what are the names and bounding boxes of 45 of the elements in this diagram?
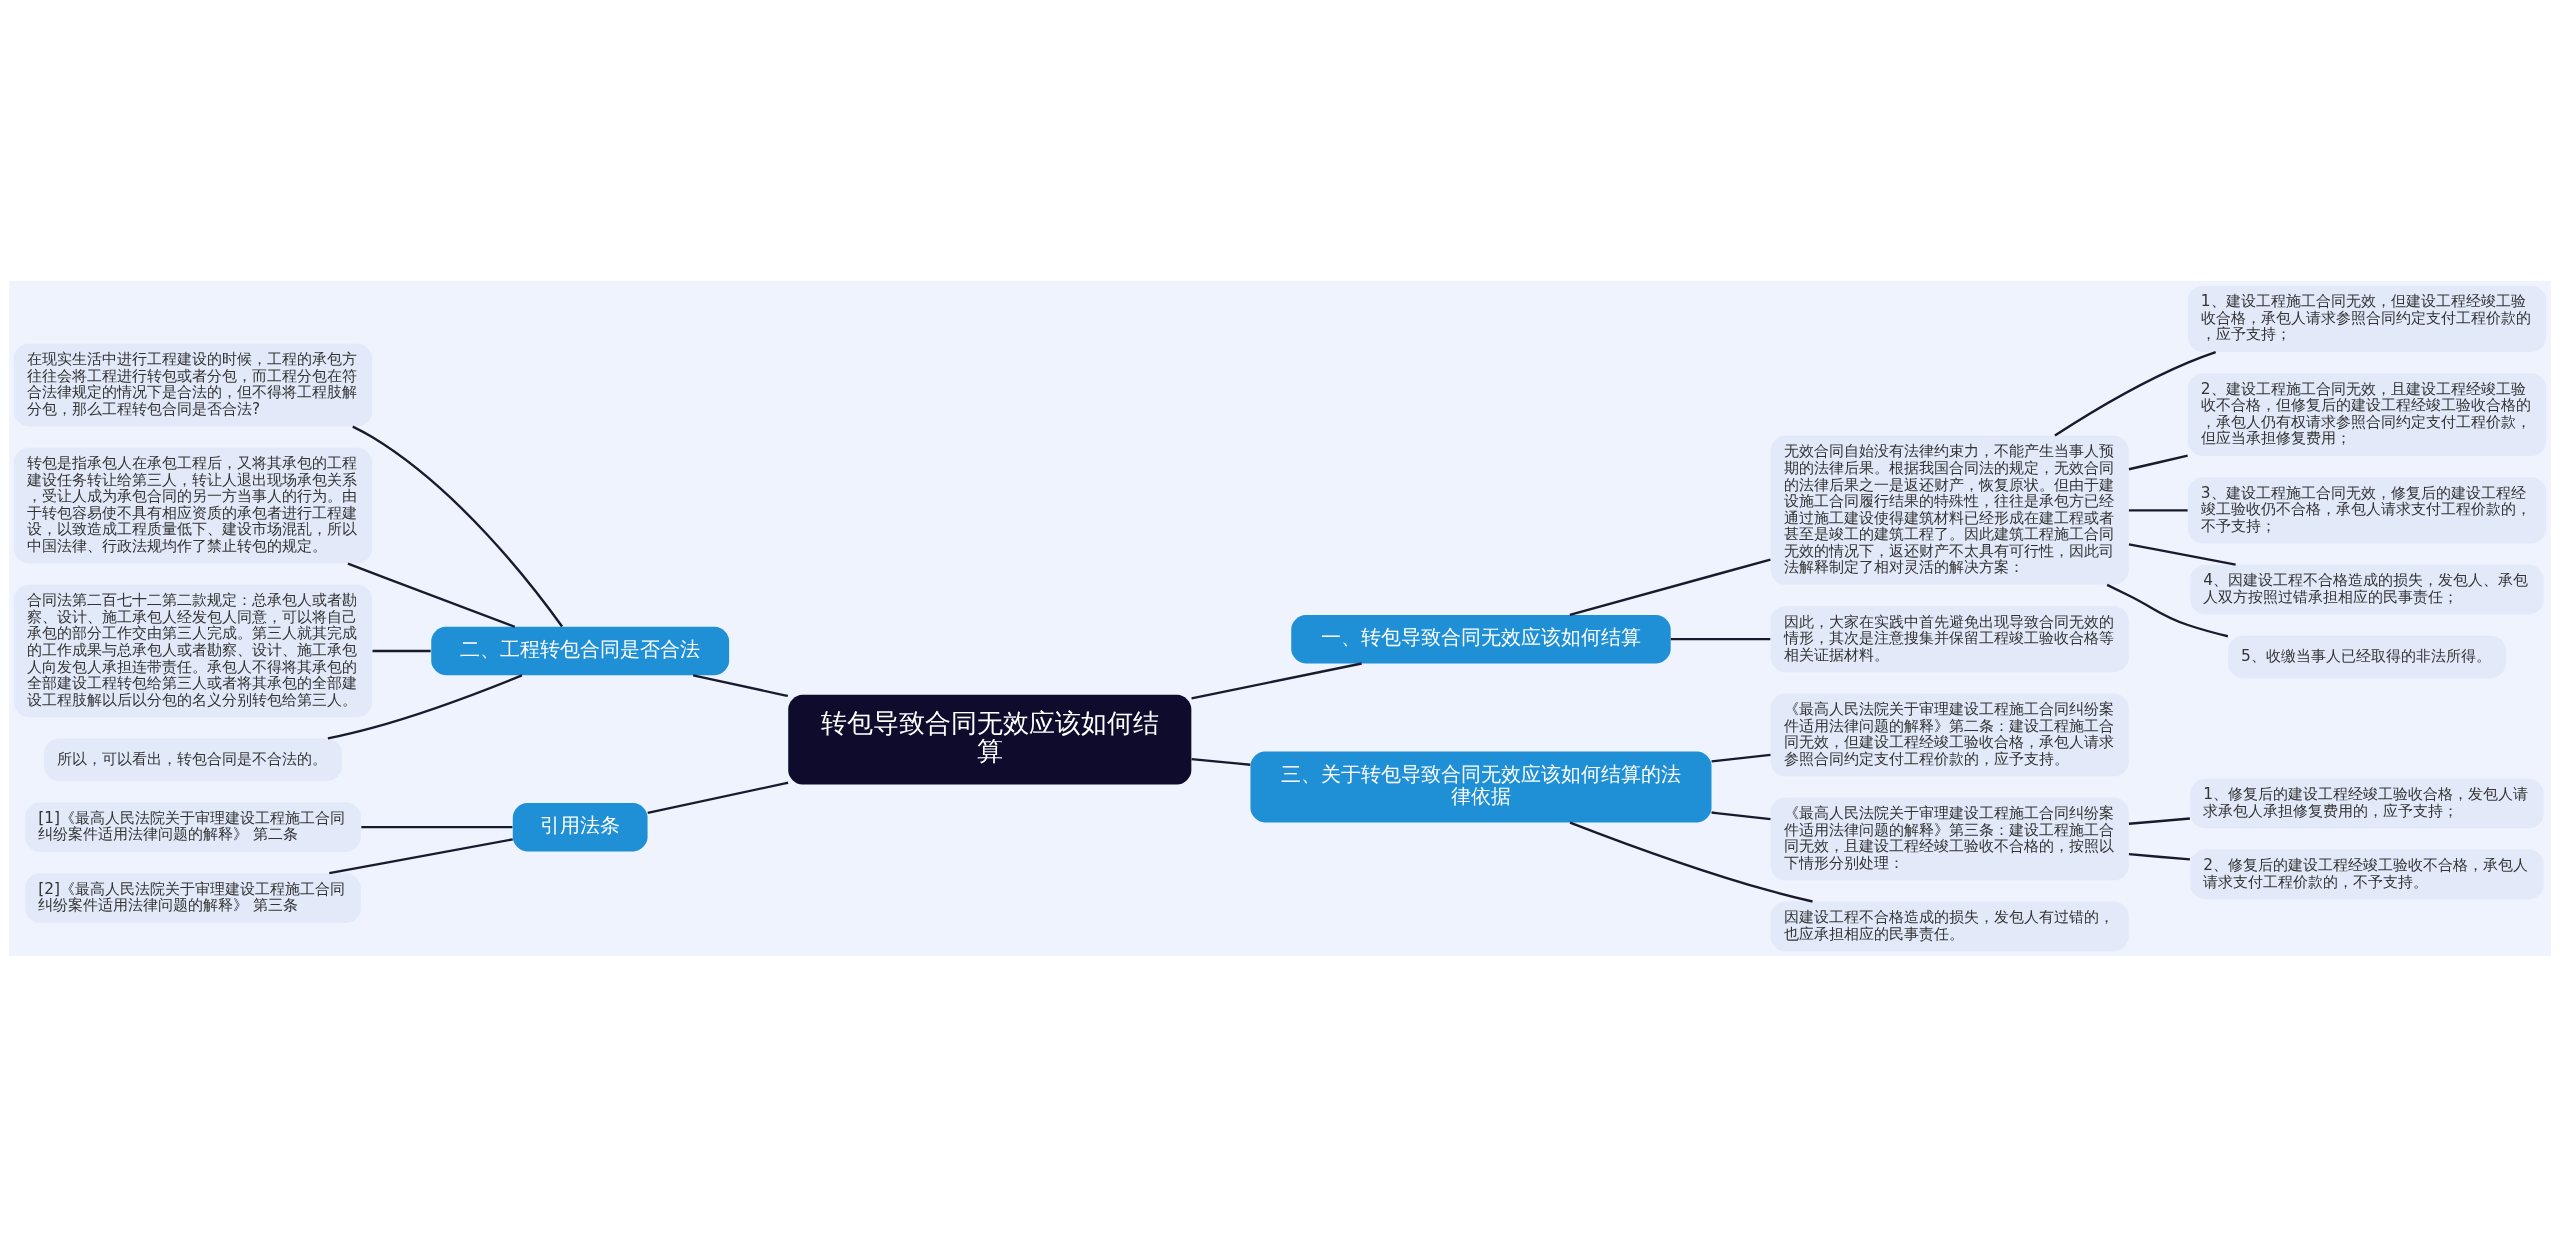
node-box: 4、因建设工程不合格造成的损失，发包人、承包人双方按照过错承担相应的民事责任； (2190, 564, 2544, 614)
connector (361, 825, 513, 828)
connector (2128, 852, 2191, 861)
connector (2128, 454, 2188, 470)
node-box: [2]《最高人民法院关于审理建设工程施工合同纠纷案件适用法律问题的解释》 第三条 (25, 872, 361, 923)
node-box: 《最高人民法院关于审理建设工程施工合同纠纷案件适用法律问题的解释》第二条：建设工程施工合同无效，但建设工程经竣工验收合格，承包人请求参照合同约定支付工程价款的，应予支持。 (1770, 693, 2129, 776)
connector (347, 562, 516, 628)
node-box: [1]《最高人民法院关于审理建设工程施工合同纠纷案件适用法律问题的解释》 第二条 (25, 801, 361, 852)
connector (1711, 810, 1771, 820)
node-box: 2、修复后的建设工程经竣工验收不合格，承包人请求支付工程价款的，不予支持。 (2190, 849, 2544, 899)
connector (2128, 542, 2236, 566)
node-box: 2、建设工程施工合同无效，且建设工程经竣工验收不合格，但修复后的建设工程经竣工验收合格的，承包人仍有权请求参照合同约定支付工程价款，但应当承担修复费用； (2187, 372, 2547, 456)
connector (1569, 820, 1813, 903)
node-box: 三、关于转包导致合同无效应该如何结算的法律依据 (1250, 751, 1712, 822)
connector (329, 837, 513, 874)
node-box: 因建设工程不合格造成的损失，发包人有过错的，也应承担相应的民事责任。 (1770, 901, 2129, 951)
connector (1191, 661, 1362, 700)
connector (1191, 757, 1251, 766)
node-box: 一、转包导致合同无效应该如何结算 (1291, 614, 1671, 663)
node-box: 所以，可以看出，转包合同是不合法的。 (44, 738, 342, 781)
node-box: 合同法第二百七十二第二款规定：总承包人或者勘察、设计、施工承包人经发包人同意，可以将自己承包的部分工作交由第三人完成。第三人就其完成的工作成果与总承包人或者勘察、设计、施工承包人向发包人承担连带责任。承包人不得将其承包的全部建设工程转包给第三人或者将其承包的全部建设工程肢解以后以分包的名义分别转包给第三人。 (13, 584, 373, 717)
node-box: 二、工程转包合同是否合法 (431, 626, 730, 675)
node-box: 转包导致合同无效应该如何结算 (788, 694, 1192, 785)
node-box: 1、修复后的建设工程经竣工验收合格，发包人请求承包人承担修复费用的，应予支持； (2190, 778, 2544, 828)
node-box: 《最高人民法院关于审理建设工程施工合同纠纷案件适用法律问题的解释》第三条：建设工程施工合同无效，且建设工程经竣工验收不合格的，按照以下情形分别处理： (1770, 797, 2129, 880)
connector (1711, 753, 1771, 763)
connector (647, 781, 789, 814)
connector (1569, 557, 1771, 616)
connector (327, 673, 523, 740)
node-box: 转包是指承包人在承包工程后，又将其承包的工程建设任务转让给第三人，转让人退出现场承包关系，受让人成为承包合同的另一方当事人的行为。由于转包容易使不具有相应资质的承包者进行工程建设，以致造成工程质量低下、建设市场混乱，所以中国法律、行政法规均作了禁止转包的规定。 (13, 447, 373, 564)
node-box: 因此，大家在实践中首先避免出现导致合同无效的情形，其次是注意搜集并保留工程竣工验收合格等相关证据材料。 (1770, 605, 2129, 672)
connector (2106, 583, 2229, 637)
connector (1670, 637, 1771, 640)
connector (2128, 816, 2191, 825)
connector (692, 673, 789, 697)
connector (372, 649, 431, 652)
node-box: 3、建设工程施工合同无效，修复后的建设工程经竣工验收仍不合格，承包人请求支付工程价款的，不予支持； (2187, 476, 2547, 543)
node-box: 5、收缴当事人已经取得的非法所得。 (2228, 635, 2506, 678)
node-box: 1、建设工程施工合同无效，但建设工程经竣工验收合格，承包人请求参照合同约定支付工程价款的，应予支持； (2187, 285, 2547, 352)
node-box: 无效合同自始没有法律约束力，不能产生当事人预期的法律后果。根据我国合同法的规定，无效合同的法律后果之一是返还财产，恢复原状。但由于建设施工合同履行结果的特殊性，往往是承包方已经通过施工建设使得建筑材料已经形成在建工程或者甚至是竣工的建筑工程了。因此建筑工程施工合同无效的情况下，返还财产不太具有可行性，因此司法解释制定了相对灵活的解决方案： (1770, 435, 2129, 585)
connector (352, 425, 564, 627)
node-box: 引用法条 (512, 802, 648, 851)
connector (2054, 350, 2217, 436)
connector (2128, 508, 2188, 511)
node-box: 在现实生活中进行工程建设的时候，工程的承包方往往会将工程进行转包或者分包，而工程分包在符合法律规定的情况下是合法的，但不得将工程肢解分包，那么工程转包合同是否合法? (13, 343, 373, 426)
